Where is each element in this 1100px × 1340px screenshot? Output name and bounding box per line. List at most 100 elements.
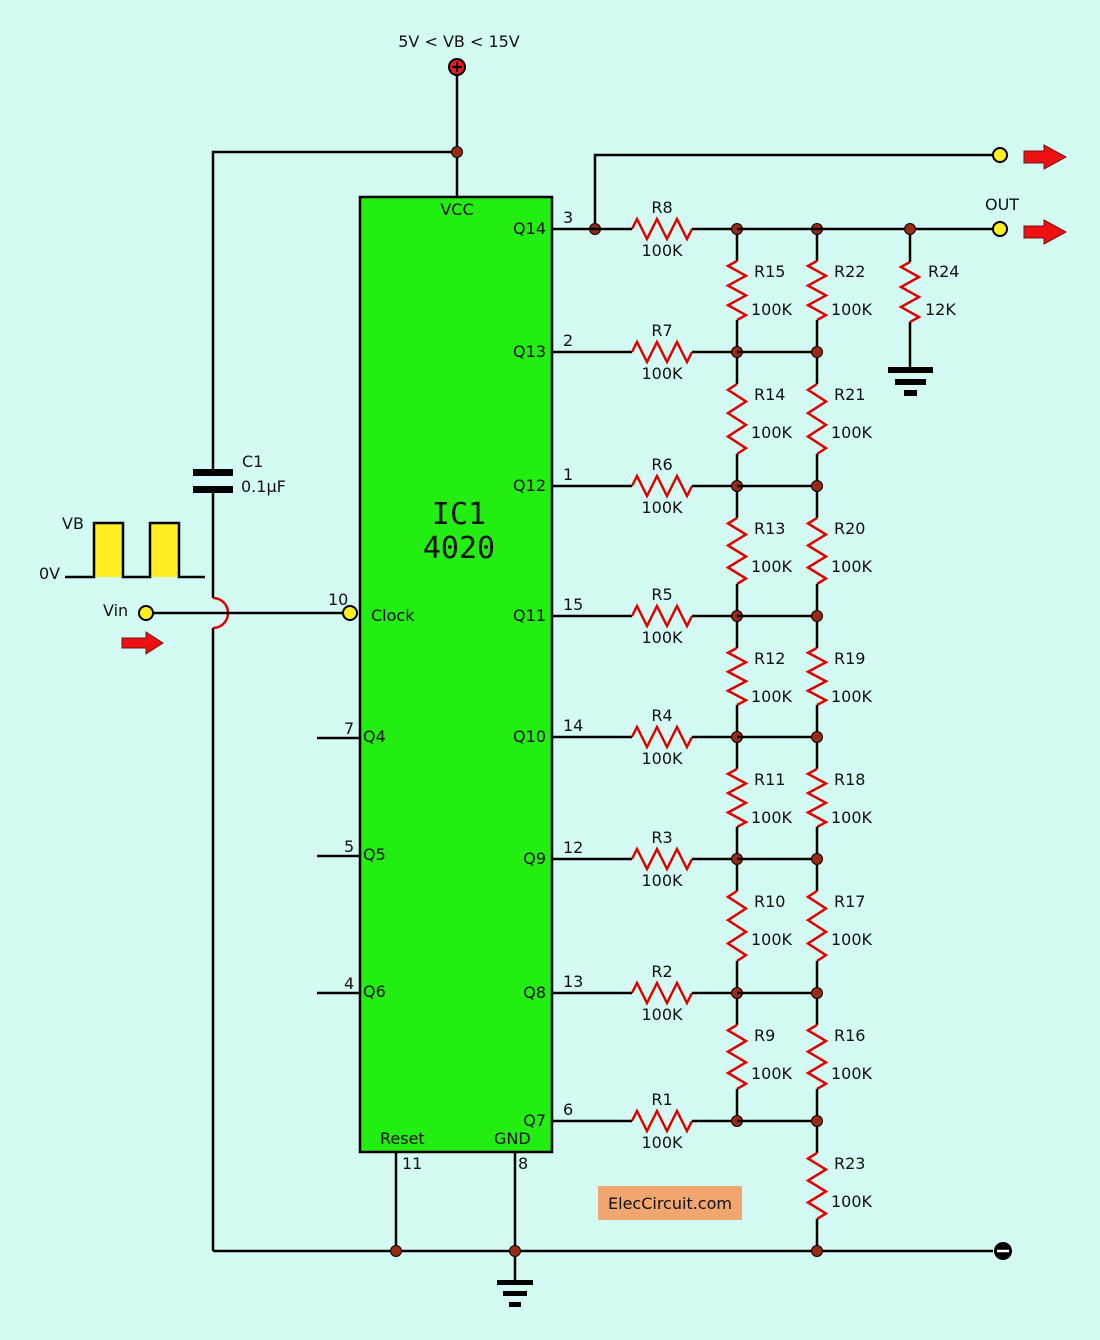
- series-resistor-ref: R3: [651, 828, 672, 847]
- resistor-symbol: [630, 724, 694, 750]
- ic-gnd-label: GND: [494, 1129, 531, 1148]
- ic-clock-label: Clock: [371, 606, 415, 625]
- resistor-symbol: [630, 216, 694, 242]
- series-resistor-ref: R5: [651, 585, 672, 604]
- ic-output-label: Q7: [523, 1111, 546, 1130]
- ic-output-label: Q9: [523, 849, 546, 868]
- supply-label: 5V < VB < 15V: [398, 32, 520, 51]
- pin-number: 6: [563, 1100, 573, 1119]
- ladder-resistor-value: 100K: [751, 1064, 793, 1083]
- resistor-symbol: [898, 260, 922, 324]
- ladder-resistor-ref: R16: [834, 1026, 865, 1045]
- ladder-resistor-value: 100K: [831, 1064, 873, 1083]
- series-resistor-value: 100K: [641, 871, 683, 890]
- capacitor-c1: [193, 469, 233, 493]
- cap-top-wire: [211, 150, 457, 470]
- junction: [811, 1115, 823, 1127]
- ladder-resistor-ref: R15: [754, 262, 785, 281]
- ladder-resistor-value: 100K: [831, 930, 873, 949]
- junction: [509, 1245, 521, 1257]
- ladder-resistor-value: 100K: [751, 557, 793, 576]
- resistor-symbol: [630, 339, 694, 365]
- series-resistor-ref: R4: [651, 706, 672, 725]
- zero-label: 0V: [39, 564, 60, 583]
- output-terminal: [992, 221, 1008, 237]
- pin-number: 5: [344, 837, 354, 856]
- load-resistor-ref: R24: [928, 262, 959, 281]
- junction: [390, 1245, 402, 1257]
- ic-name: IC1: [432, 497, 486, 532]
- resistor-symbol: [805, 382, 829, 456]
- cap-ref: C1: [242, 452, 263, 471]
- ic-output-label: Q13: [513, 342, 546, 361]
- series-resistor-value: 100K: [641, 241, 683, 260]
- output-arrow-icon: [1023, 219, 1068, 245]
- clock-pin-terminal: [342, 605, 358, 621]
- ladder-resistor-ref: R21: [834, 385, 865, 404]
- series-resistor-value: 100K: [641, 364, 683, 383]
- out-label: OUT: [985, 195, 1019, 214]
- junction: [811, 1245, 823, 1257]
- pin-number: 7: [344, 719, 354, 738]
- watermark-box: [598, 1186, 742, 1220]
- resistor-symbol: [805, 516, 829, 586]
- series-resistor-ref: R8: [651, 198, 672, 217]
- pin-number: 14: [563, 716, 583, 735]
- cap-value: 0.1µF: [241, 477, 286, 496]
- ladder-resistor-ref: R10: [754, 892, 785, 911]
- ic-output-label: Q12: [513, 476, 546, 495]
- junction: [811, 480, 823, 492]
- ladder-resistor-ref: R9: [754, 1026, 775, 1045]
- ladder-resistor-value: 100K: [751, 808, 793, 827]
- output-terminal-top: [992, 147, 1008, 163]
- resistor-symbol: [805, 1023, 829, 1091]
- ladder-resistor-ref: R12: [754, 649, 785, 668]
- resistor-symbol: [725, 889, 749, 963]
- ladder-resistor-value: 100K: [751, 930, 793, 949]
- ic-output-label: Q14: [513, 219, 546, 238]
- resistor-symbol: [725, 767, 749, 829]
- vb-label: VB: [62, 514, 84, 533]
- ladder-resistor-ref: R22: [834, 262, 865, 281]
- ladder-resistor-ref: R18: [834, 770, 865, 789]
- pin-number: 15: [563, 595, 583, 614]
- series-resistor-value: 100K: [641, 1133, 683, 1152]
- ic-output-label: Q4: [363, 727, 386, 746]
- junction: [811, 610, 823, 622]
- junction: [451, 146, 463, 158]
- series-resistor-value: 100K: [641, 498, 683, 517]
- ladder-resistor-ref: R17: [834, 892, 865, 911]
- supply-plus-terminal: [448, 58, 466, 76]
- ground-symbol: [904, 390, 917, 396]
- series-resistor-ref: R7: [651, 321, 672, 340]
- ladder-resistor-value: 100K: [831, 1192, 873, 1211]
- ic-part: 4020: [423, 531, 495, 566]
- ic-output-label: Q6: [363, 982, 386, 1001]
- resistor-symbol: [725, 646, 749, 707]
- series-resistor-ref: R2: [651, 962, 672, 981]
- series-resistor-ref: R1: [651, 1090, 672, 1109]
- series-resistor-value: 100K: [641, 628, 683, 647]
- ladder-resistor-ref: R19: [834, 649, 865, 668]
- resistor-symbol: [630, 473, 694, 499]
- gnd-pin-number: 8: [518, 1154, 528, 1173]
- input-arrow-icon: [121, 631, 164, 655]
- resistor-symbol: [630, 846, 694, 872]
- resistor-symbol: [805, 889, 829, 963]
- ic-output-label: Q11: [513, 606, 546, 625]
- pin-number: 1: [563, 465, 573, 484]
- pin-number: 2: [563, 331, 573, 350]
- series-resistor-value: 100K: [641, 749, 683, 768]
- watermark-text: ElecCircuit.com: [608, 1194, 732, 1213]
- reset-pin-number: 11: [402, 1154, 422, 1173]
- ladder-resistor-value: 100K: [831, 808, 873, 827]
- ic-body: [358, 195, 554, 1154]
- resistor-symbol: [725, 1023, 749, 1091]
- resistor-symbol: [725, 516, 749, 586]
- junction: [811, 731, 823, 743]
- ground-symbol: [888, 367, 933, 373]
- load-resistor-value: 12K: [925, 300, 956, 319]
- clock-pin-number: 10: [328, 590, 348, 609]
- ladder-resistor-value: 100K: [831, 557, 873, 576]
